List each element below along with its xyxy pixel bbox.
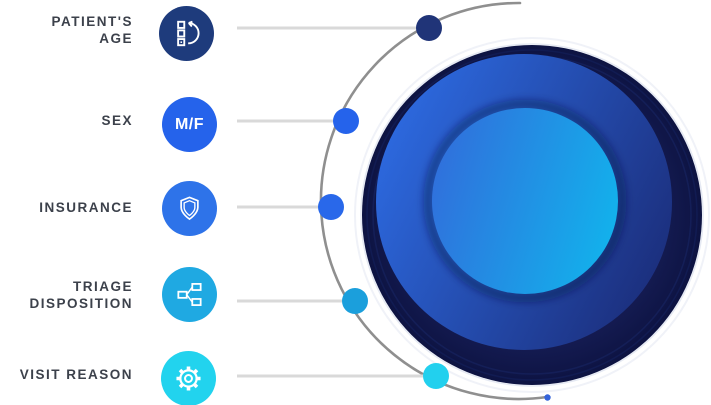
sphere-inner-circle (432, 108, 618, 294)
shield-glyph (180, 196, 199, 221)
sphere-ripple-ring (366, 49, 698, 381)
male-female-text: M/F (174, 115, 205, 133)
item-label-patients-age: PATIENT'S AGE (51, 14, 133, 46)
arc-node-triage-disposition (342, 288, 368, 314)
checklist-history-icon (159, 6, 214, 61)
checklist-history-glyph (177, 20, 200, 47)
sphere-inner-shadow (423, 99, 627, 303)
sphere-ripple-ring (354, 37, 710, 393)
flow-branch-icon (162, 267, 217, 322)
arc-node-patients-age (416, 15, 442, 41)
gear-glyph (176, 366, 201, 391)
data-sphere (354, 37, 710, 393)
item-label-triage-disposition: TRIAGE DISPOSITION (29, 279, 133, 311)
arc-node-insurance (318, 194, 344, 220)
arc-end-dot (544, 394, 551, 401)
sphere-ripple-ring (360, 43, 704, 387)
flow-branch-glyph (177, 283, 202, 306)
gear-icon (161, 351, 216, 405)
male-female-icon: M/F (162, 97, 217, 152)
item-label-insurance: INSURANCE (39, 200, 133, 215)
item-label-sex: SEX (101, 113, 133, 128)
shield-icon (162, 181, 217, 236)
arc-node-visit-reason (423, 363, 449, 389)
item-label-visit-reason: VISIT REASON (19, 367, 133, 382)
arc-node-sex (333, 108, 359, 134)
